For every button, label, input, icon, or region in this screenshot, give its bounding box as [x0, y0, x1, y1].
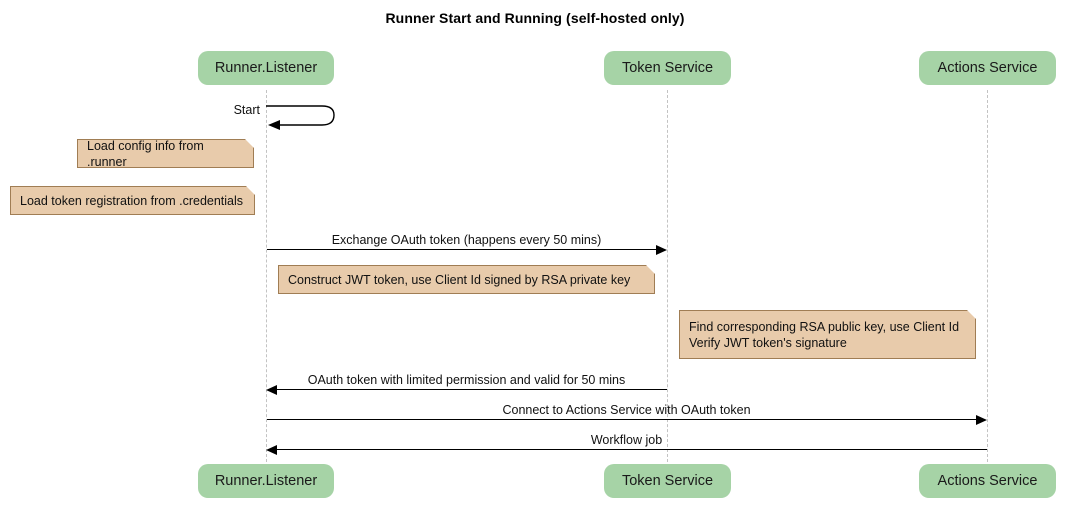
participant-token-service-bottom[interactable]: Token Service [604, 464, 731, 498]
participant-runner-listener-top[interactable]: Runner.Listener [198, 51, 334, 85]
note-text: Construct JWT token, use Client Id signe… [288, 272, 631, 287]
message-label-oauth-token-reply: OAuth token with limited permission and … [307, 373, 626, 387]
note-load-token-registration: Load token registration from .credential… [10, 186, 255, 215]
arrowhead-left-icon [266, 384, 277, 395]
lifeline-actions [987, 90, 988, 462]
note-text: Find corresponding RSA public key, use C… [689, 319, 960, 350]
note-fold-icon [967, 310, 976, 319]
arrowhead-right-icon [976, 414, 987, 425]
participant-label: Actions Service [937, 60, 1038, 76]
participant-label: Token Service [621, 473, 714, 489]
participant-label: Runner.Listener [214, 473, 318, 489]
page-title: Runner Start and Running (self-hosted on… [385, 10, 685, 26]
participant-label: Token Service [621, 60, 714, 76]
arrowhead-right-icon [656, 244, 667, 255]
message-line-connect-actions-service [267, 419, 976, 420]
note-fold-icon [246, 186, 255, 195]
note-verify-jwt: Find corresponding RSA public key, use C… [679, 310, 976, 359]
arrowhead-left-icon [266, 444, 277, 455]
message-line-workflow-job [277, 449, 987, 450]
note-load-config: Load config info from .runner [77, 138, 254, 169]
message-label-exchange-oauth-token: Exchange OAuth token (happens every 50 m… [331, 233, 602, 247]
note-fold-icon [245, 139, 254, 148]
message-label-workflow-job: Workflow job [590, 433, 663, 447]
message-line-oauth-token-reply [277, 389, 667, 390]
lifeline-token [667, 90, 668, 462]
note-text: Load token registration from .credential… [20, 193, 244, 208]
participant-actions-service-top[interactable]: Actions Service [919, 51, 1056, 85]
note-construct-jwt: Construct JWT token, use Client Id signe… [278, 265, 655, 294]
participant-token-service-top[interactable]: Token Service [604, 51, 731, 85]
lifeline-runner [266, 90, 267, 462]
message-label-start: Start [233, 103, 260, 117]
note-text: Load config info from .runner [87, 138, 204, 169]
message-start-self-loop [264, 102, 348, 132]
message-line-exchange-oauth-token [267, 249, 656, 250]
participant-runner-listener-bottom[interactable]: Runner.Listener [198, 464, 334, 498]
note-fold-icon [646, 265, 655, 274]
message-label-connect-actions-service: Connect to Actions Service with OAuth to… [502, 403, 751, 417]
participant-label: Runner.Listener [214, 60, 318, 76]
participant-label: Actions Service [937, 473, 1038, 489]
participant-actions-service-bottom[interactable]: Actions Service [919, 464, 1056, 498]
